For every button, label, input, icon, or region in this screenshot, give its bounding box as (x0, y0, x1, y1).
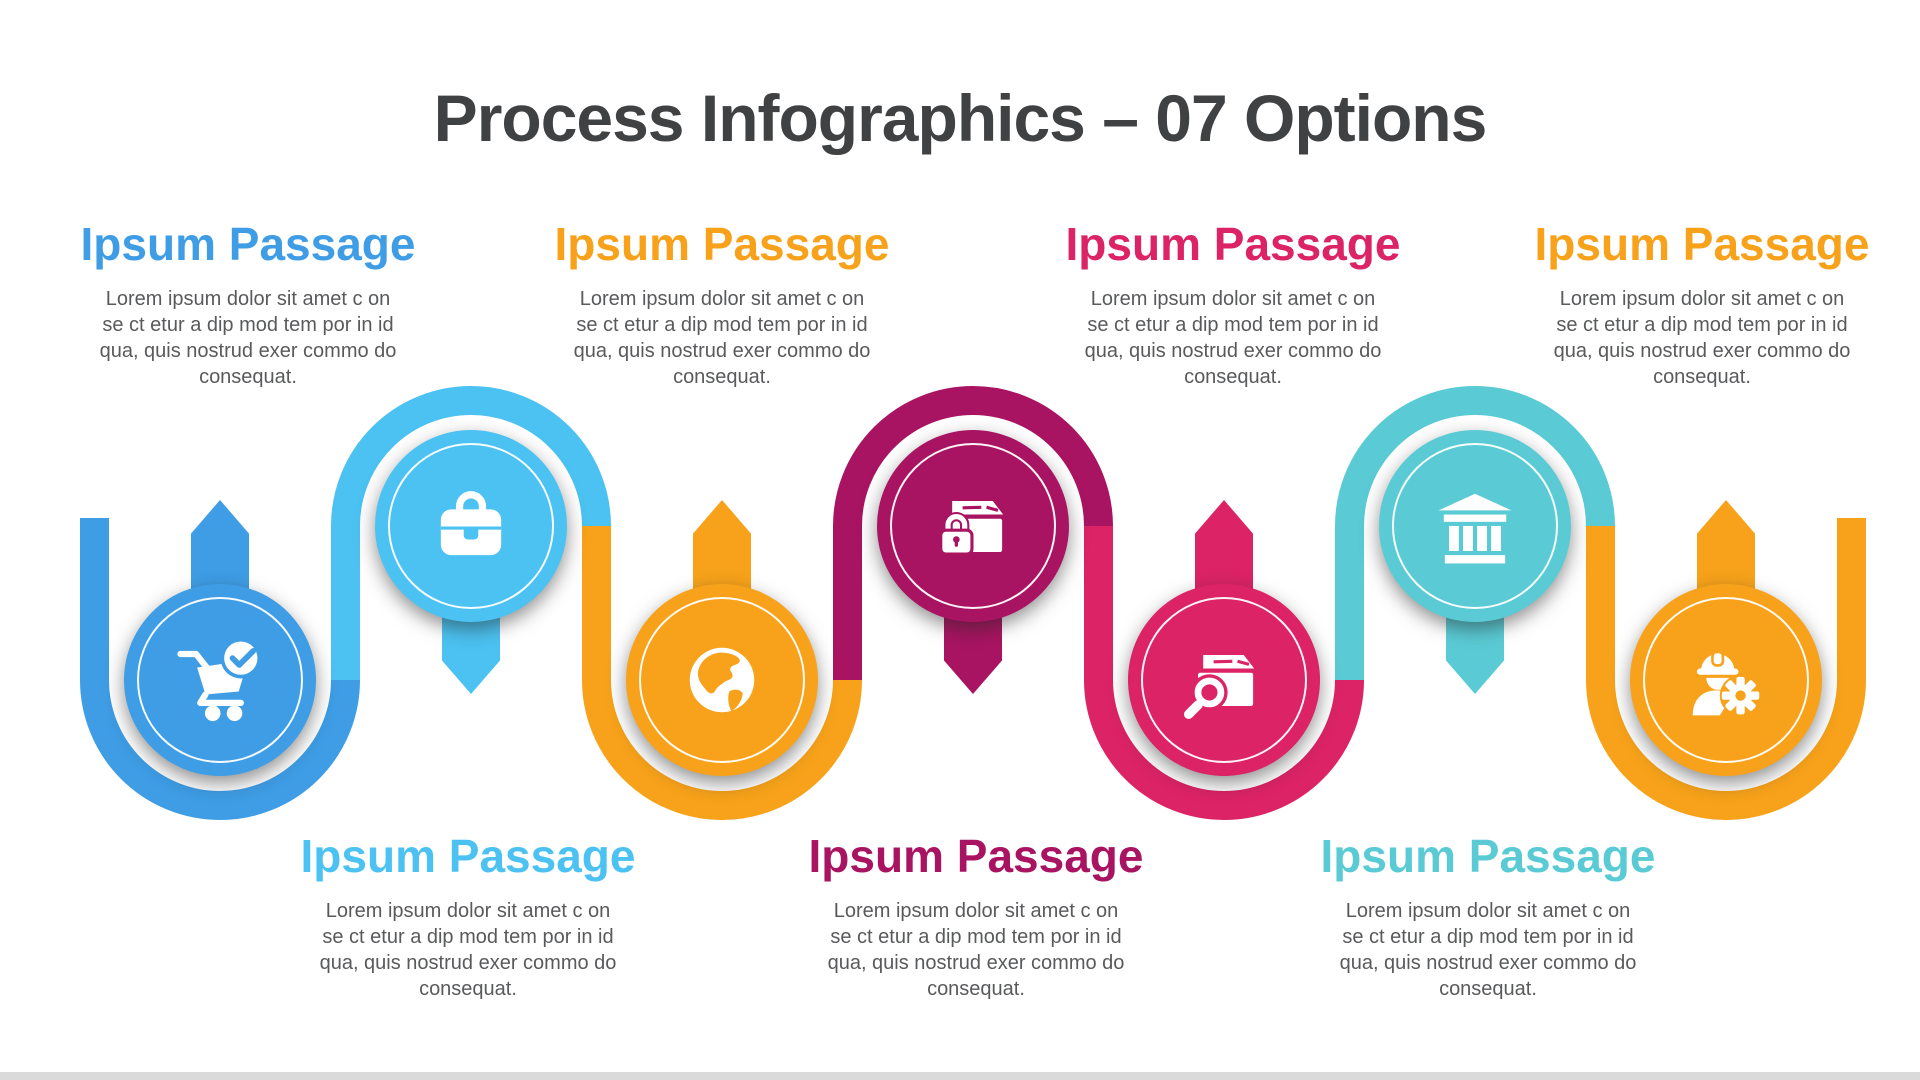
step1-heading: Ipsum Passage (80, 218, 416, 270)
step7-heading: Ipsum Passage (1534, 218, 1870, 270)
box-lock-icon (939, 501, 1004, 556)
step3-text-block: Ipsum Passage Lorem ipsum dolor sit amet… (542, 220, 902, 390)
step4-badge (877, 430, 1069, 622)
step2-heading: Ipsum Passage (300, 830, 636, 882)
step7-paragraph: Lorem ipsum dolor sit amet c on se ct et… (1553, 288, 1851, 388)
step5-badge (1128, 584, 1320, 776)
worker-gear-icon (1692, 650, 1762, 717)
end-leg (1837, 518, 1866, 680)
step6-badge (1379, 430, 1571, 622)
step4-paragraph: Lorem ipsum dolor sit amet c on se ct et… (827, 900, 1125, 1000)
briefcase-icon (440, 491, 502, 556)
step4-text-block: Ipsum Passage Lorem ipsum dolor sit amet… (796, 832, 1156, 1002)
step3-paragraph: Lorem ipsum dolor sit amet c on se ct et… (573, 288, 871, 388)
step1-text-block: Ipsum Passage Lorem ipsum dolor sit amet… (68, 220, 428, 390)
step5-heading: Ipsum Passage (1065, 218, 1401, 270)
connector-leg-5-6 (1335, 526, 1364, 680)
connector-leg-2-3 (582, 526, 611, 680)
bank-icon (1438, 493, 1512, 564)
step2-paragraph: Lorem ipsum dolor sit amet c on se ct et… (319, 900, 617, 1000)
connector-leg-3-4 (833, 526, 862, 680)
connector-leg-6-7 (1586, 526, 1615, 680)
step1-paragraph: Lorem ipsum dolor sit amet c on se ct et… (99, 288, 397, 388)
step7-badge (1630, 584, 1822, 776)
globe-icon (689, 647, 755, 713)
step6-paragraph: Lorem ipsum dolor sit amet c on se ct et… (1339, 900, 1637, 1000)
step5-paragraph: Lorem ipsum dolor sit amet c on se ct et… (1084, 288, 1382, 388)
start-leg (80, 518, 109, 680)
box-search-icon (1183, 655, 1255, 719)
connector-leg-1-2 (331, 526, 360, 680)
page-title: Process Infographics – 07 Options (433, 81, 1488, 155)
step3-badge (626, 584, 818, 776)
step6-heading: Ipsum Passage (1320, 830, 1656, 882)
step6-text-block: Ipsum Passage Lorem ipsum dolor sit amet… (1308, 832, 1668, 1002)
step2-text-block: Ipsum Passage Lorem ipsum dolor sit amet… (288, 832, 648, 1002)
step2-badge (375, 430, 567, 622)
step1-badge (124, 584, 316, 776)
step5-text-block: Ipsum Passage Lorem ipsum dolor sit amet… (1053, 220, 1413, 390)
step4-heading: Ipsum Passage (808, 830, 1144, 882)
step3-heading: Ipsum Passage (554, 218, 890, 270)
footer-bar (0, 1072, 1920, 1080)
step7-text-block: Ipsum Passage Lorem ipsum dolor sit amet… (1522, 220, 1882, 390)
connector-leg-4-5 (1084, 526, 1113, 680)
cart-check-icon (177, 637, 262, 722)
